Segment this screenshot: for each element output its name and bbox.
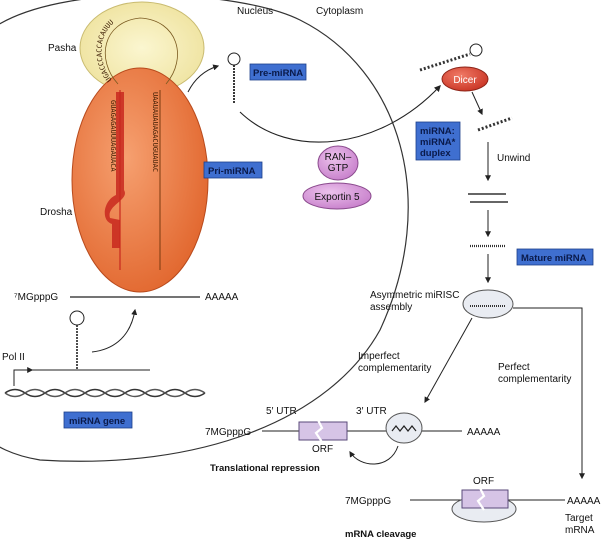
target-label-line1: Target (565, 513, 593, 524)
mirna-gene-box (63, 411, 133, 429)
duplex-box (415, 121, 461, 161)
exportin-label: Exportin 5 (314, 192, 359, 203)
mirna-duplex (477, 116, 513, 132)
pri-mirna-label: Pri-miRNA (208, 166, 256, 177)
mature-mirna-label: Mature miRNA (521, 253, 587, 264)
mirna-strand-highlight (104, 92, 125, 248)
mrna1-mirisc (385, 412, 423, 444)
export-arrow (239, 85, 441, 143)
cytoplasm-label: Cytoplasm (316, 6, 363, 17)
unwound-strands (468, 193, 508, 203)
mirna-gene-label: miRNA gene (69, 416, 125, 427)
ran-gtp (317, 145, 359, 181)
nucleus-label: Nucleus (237, 6, 273, 17)
drosha-label: Drosha (40, 207, 73, 218)
transcription-start-arrow (13, 367, 34, 386)
pre-mirna-box (249, 63, 307, 81)
unwind-label: Unwind (497, 153, 530, 164)
transcription-arrow (91, 308, 138, 353)
target-label-line2: mRNA (565, 525, 595, 536)
risc-label-line2: assembly (370, 302, 412, 313)
mrna2-orf-break (476, 487, 486, 511)
mature-mirna-box (516, 248, 594, 266)
exportin-5 (302, 182, 372, 210)
mrna1-mirisc-binding (391, 425, 417, 432)
mrna2-cap: 7MGpppG (345, 496, 391, 507)
pre-mirna-label: Pre-miRNA (253, 68, 303, 79)
perfect-label-line2: complementarity (498, 374, 571, 385)
mrna2-orf-label: ORF (473, 476, 494, 487)
pasha-label: Pasha (48, 43, 77, 54)
mrna2-orf-block (461, 489, 509, 509)
pri-cap-label: ⁷MGpppG (14, 292, 58, 303)
mrna1-orf-break (314, 419, 324, 443)
drosha-protein (71, 67, 209, 293)
ran-label-line1: RAN– (325, 152, 352, 163)
mirisc-complex (462, 289, 514, 319)
perfect-label-line1: Perfect (498, 362, 530, 373)
cytoplasmic-pre-mirna (419, 52, 471, 72)
mrna1-cap: 7MGpppG (205, 427, 251, 438)
duplex-label-line1: miRNA: (420, 126, 455, 137)
nascent-hairpin-loop (69, 310, 85, 326)
dna-strand-bottom (4, 388, 206, 398)
repression-feedback-arrow (349, 445, 399, 465)
cytoplasmic-pre-mirna-loop (469, 43, 483, 57)
mrna1-3utr: 3′ UTR (356, 406, 387, 417)
hairpin-right-sequence: UAAUAUAUAGACUGUAUAC (151, 92, 159, 172)
mrna1-orf-block (298, 421, 348, 441)
mrna1-tail: AAAAA (467, 427, 501, 438)
duplex-label-line3: duplex (420, 148, 451, 159)
drosha-to-pre-arrow (187, 64, 220, 93)
nuclear-envelope (0, 0, 409, 462)
mrna1-5utr: 5′ UTR (266, 406, 297, 417)
dicer-arrow (471, 91, 483, 116)
pri-mirna-loop (104, 17, 178, 85)
pri-mirna-box (203, 161, 263, 179)
mrna2-tail: AAAAA (567, 496, 601, 507)
imperfect-arrow (424, 317, 473, 404)
pol-ii-label: Pol II (2, 352, 25, 363)
dicer-protein (441, 66, 489, 92)
imperfect-label-line1: Imperfect (358, 351, 400, 362)
duplex-label-line2: miRNA* (420, 137, 456, 148)
pri-polya-label: AAAAA (205, 292, 239, 303)
hairpin-left-sequence: GUAGAGAUUUAGAUACA (109, 100, 117, 172)
ran-label-line2: GTP (328, 163, 349, 174)
mrna1-orf-label: ORF (312, 444, 333, 455)
dicer-label: Dicer (453, 75, 477, 86)
translational-repression-label: Translational repression (210, 463, 320, 474)
pre-mirna-loop (227, 52, 241, 66)
perfect-arrow (513, 307, 585, 480)
risc-label-line1: Asymmetric miRISC (370, 290, 459, 301)
mrna-cleavage-label: mRNA cleavage (345, 529, 416, 540)
imperfect-label-line2: complementarity (358, 363, 431, 374)
